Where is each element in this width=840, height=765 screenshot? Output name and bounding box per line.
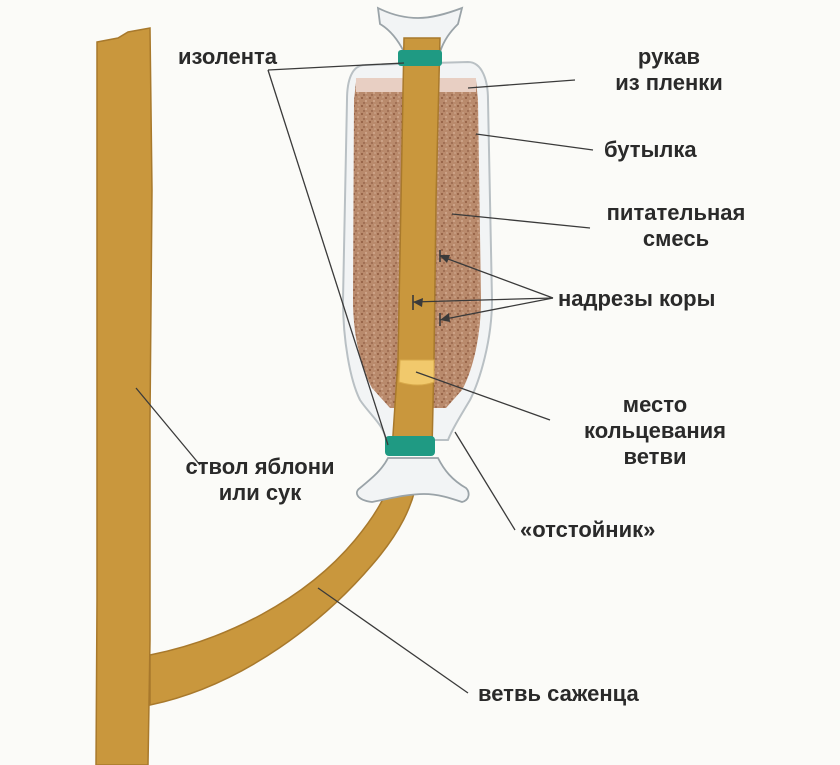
apple-trunk [95, 27, 153, 765]
label-bark-cuts: надрезы коры [558, 286, 716, 311]
leader-lines [135, 62, 594, 694]
label-film-sleeve: рукав из пленки [615, 44, 723, 95]
label-seedling-branch: ветвь саженца [478, 681, 639, 706]
label-bottle: бутылка [604, 137, 697, 162]
film-sleeve-bottom [356, 457, 470, 503]
label-tape: изолента [178, 44, 278, 69]
label-trunk: ствол яблони или сук [185, 454, 335, 505]
label-nutrient-mix: питательная смесь [606, 200, 746, 251]
arrow-heads [413, 255, 450, 322]
tape-top [398, 50, 442, 66]
label-ringing-site: место кольцевания ветви [584, 392, 726, 469]
film-sleeve-top [376, 6, 464, 53]
label-sump: «отстойник» [520, 517, 656, 542]
tape-bottom [385, 436, 435, 456]
